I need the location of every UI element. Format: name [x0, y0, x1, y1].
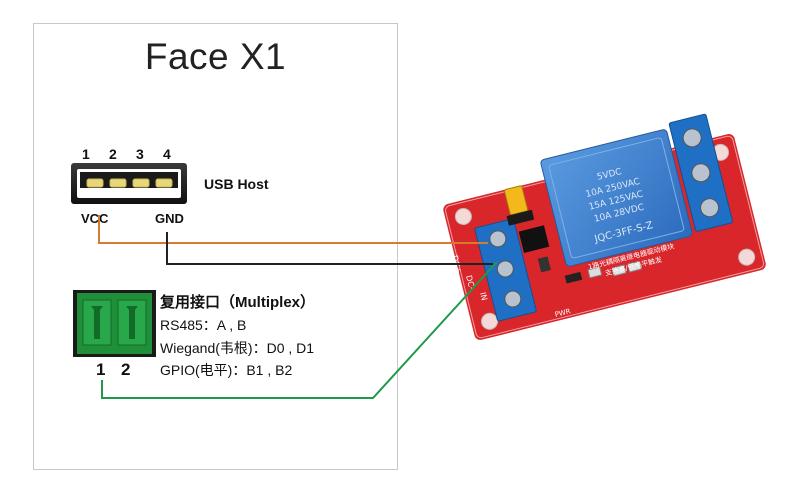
device-panel — [33, 23, 398, 470]
terminal-pin-1: 1 — [96, 360, 106, 379]
vcc-label: VCC — [81, 211, 109, 226]
multiplex-heading: 复用接口（Multiplex） — [160, 294, 316, 311]
usb-port-icon — [71, 163, 187, 204]
usb-host-label: USB Host — [204, 176, 269, 192]
device-title: Face X1 — [144, 36, 287, 77]
gnd-label: GND — [155, 211, 184, 226]
gnd-wire — [166, 232, 493, 265]
pwr-label: PWR — [554, 307, 572, 319]
signal-wire — [101, 261, 498, 399]
vcc-wire — [98, 215, 488, 244]
gpio-line: GPIO(电平)：B1 , B2 — [160, 362, 293, 378]
usb-pin-1: 1 — [82, 146, 90, 162]
usb-pin-3: 3 — [136, 146, 144, 162]
usb-pin-2: 2 — [109, 146, 117, 162]
usb-pin-4: 4 — [163, 146, 171, 162]
terminal-pin-2: 2 — [121, 360, 131, 379]
relay-terminal-in: IN — [478, 291, 489, 301]
wiegand-line: Wiegand(韦根)：D0 , D1 — [160, 340, 315, 356]
relay-module — [443, 113, 766, 340]
green-terminal-icon — [73, 290, 156, 357]
rs485-line: RS485：A , B — [160, 317, 247, 333]
